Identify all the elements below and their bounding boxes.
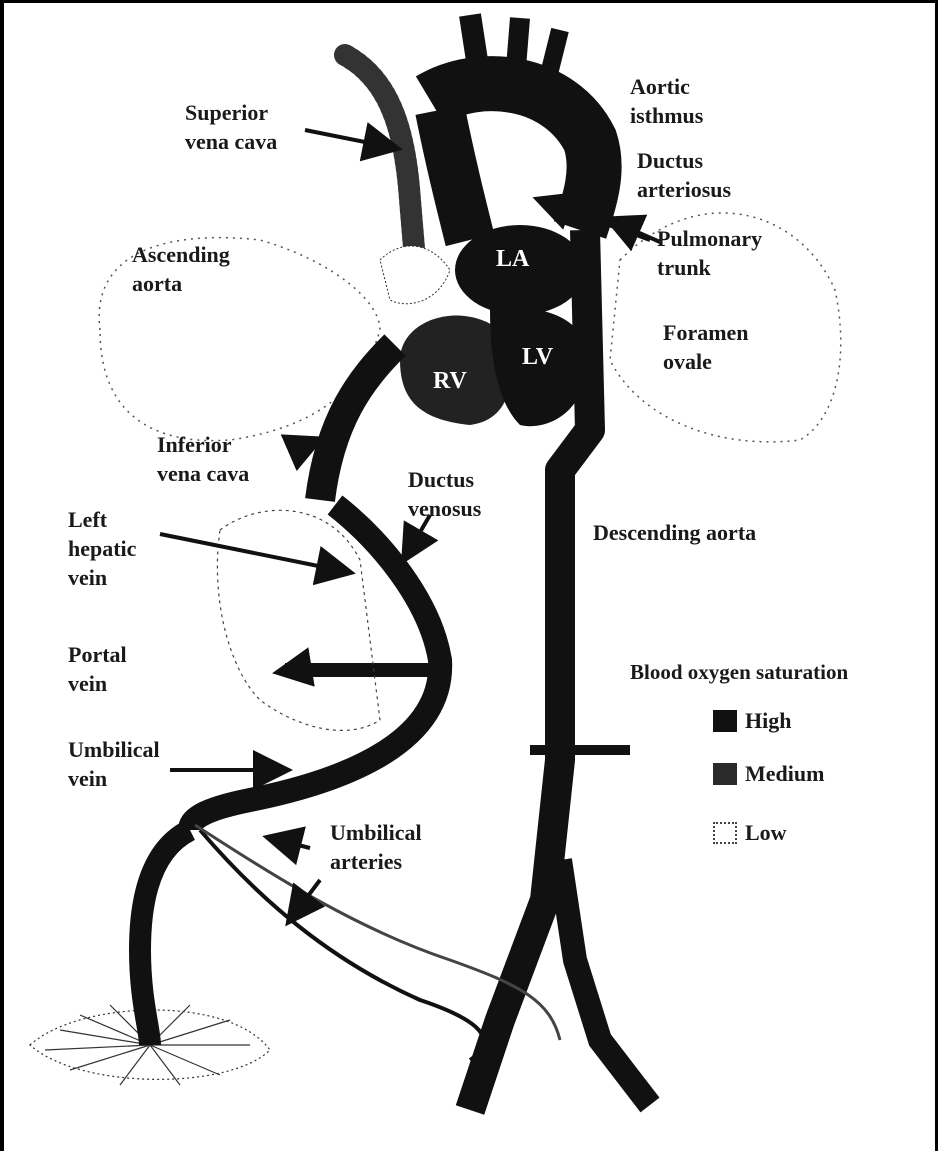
legend-item-high: High <box>713 708 791 734</box>
chamber-la: LA <box>496 246 529 273</box>
label-ductus-arteriosus: Ductus arteriosus <box>637 146 731 204</box>
label-aortic-isthmus: Aortic isthmus <box>630 72 703 130</box>
label-foramen-ovale: Foramen ovale <box>663 318 749 376</box>
legend-title: Blood oxygen saturation <box>630 660 848 685</box>
label-umbilical-arteries: Umbilical arteries <box>330 818 422 876</box>
legend-swatch-medium <box>713 763 737 785</box>
label-superior-vena-cava: Superior vena cava <box>185 98 277 156</box>
label-portal-vein: Portal vein <box>68 640 127 698</box>
label-inferior-vena-cava: Inferior vena cava <box>157 430 249 488</box>
legend-swatch-high <box>713 710 737 732</box>
label-left-hepatic-vein: Left hepatic vein <box>68 505 136 592</box>
iliac-branch <box>560 860 650 1105</box>
label-ductus-venosus: Ductus venosus <box>408 465 481 523</box>
liver-outline <box>217 510 380 730</box>
label-ascending-aorta: Ascending aorta <box>132 240 230 298</box>
superior-vena-cava-vessel <box>345 55 415 260</box>
chamber-rv: RV <box>433 368 467 395</box>
chamber-lv: LV <box>522 344 553 371</box>
legend-item-low: Low <box>713 820 787 846</box>
inferior-vena-cava-vessel <box>320 345 395 500</box>
label-pulmonary-trunk: Pulmonary trunk <box>657 224 762 282</box>
label-umbilical-vein: Umbilical vein <box>68 735 160 793</box>
label-descending-aorta: Descending aorta <box>593 518 756 547</box>
aortic-arch <box>430 15 594 240</box>
heart <box>380 225 588 426</box>
legend-item-medium: Medium <box>713 761 824 787</box>
legend-swatch-low <box>713 822 737 844</box>
